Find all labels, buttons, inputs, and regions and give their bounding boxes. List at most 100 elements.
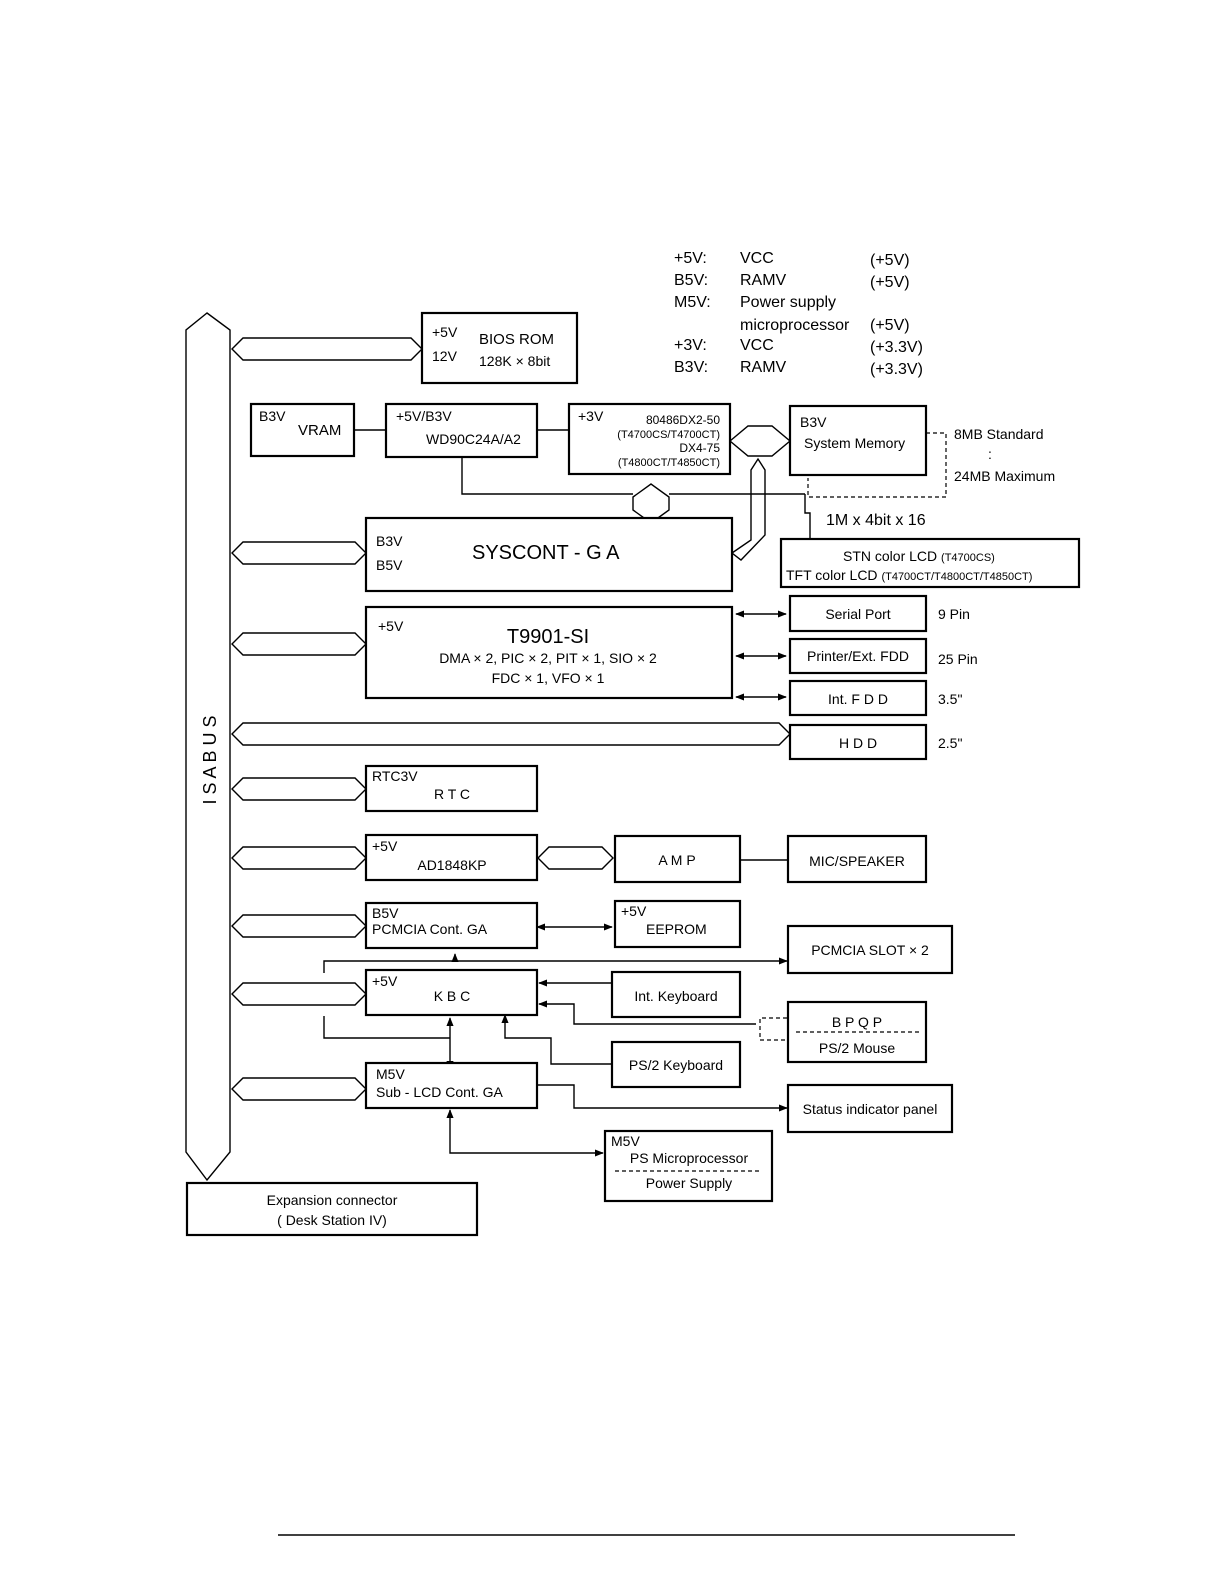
voltage-label: B3V <box>800 414 827 430</box>
system-memory-block: B3V System Memory 8MB Standard : 24MB Ma… <box>788 404 1055 529</box>
fdd-note: 3.5" <box>938 691 962 707</box>
legend-value: (+5V) <box>870 252 910 269</box>
memory-note-separator: : <box>988 446 992 462</box>
serial-port-note: 9 Pin <box>938 606 970 622</box>
voltage-label: +5V <box>372 973 398 989</box>
power-supply-title: Power Supply <box>646 1175 732 1191</box>
t9901-block: +5V T9901-SI DMA × 2, PIC × 2, PIT × 1, … <box>364 605 734 700</box>
printer-block: Printer/Ext. FDD 25 Pin <box>788 637 978 675</box>
expansion-connector-title: Expansion connector <box>267 1192 398 1208</box>
legend-code: B5V: <box>674 272 708 289</box>
expansion-connector-block: Expansion connector ( Desk Station IV) <box>185 1181 479 1237</box>
legend-name-cont: microprocessor <box>740 317 850 334</box>
system-memory-title: System Memory <box>804 435 905 451</box>
voltage-label: +3V <box>578 408 604 424</box>
hdd-block: H D D 2.5" <box>788 723 962 761</box>
bpqp-title: B P Q P <box>832 1014 882 1030</box>
voltage-label: B3V <box>259 408 286 424</box>
cpu-block: +3V 80486DX2-50 (T4700CS/T4700CT) DX4-75… <box>567 402 732 476</box>
voltage-label: M5V <box>376 1066 405 1082</box>
voltage-label: M5V <box>611 1133 640 1149</box>
legend-name: RAMV <box>740 272 787 289</box>
rtc-block: RTC3V R T C <box>364 764 539 813</box>
cpu-model: 80486DX2-50 <box>646 413 720 427</box>
bios-rom-size: 128K × 8bit <box>479 353 550 369</box>
bus-branches <box>231 337 791 1101</box>
ps-microprocessor-title: PS Microprocessor <box>630 1150 749 1166</box>
ps2-mouse-title: PS/2 Mouse <box>819 1040 895 1056</box>
audio-codec-block: +5V AD1848KP <box>364 833 539 882</box>
legend-value: (+5V) <box>870 317 910 334</box>
isa-bus-label: I S A B U S <box>200 715 220 804</box>
legend-name: VCC <box>740 337 774 354</box>
voltage-label: B3V <box>376 533 403 549</box>
pcmcia-controller-block: B5V PCMCIA Cont. GA <box>364 901 539 950</box>
pcmcia-slot-title: PCMCIA SLOT × 2 <box>811 942 929 958</box>
legend-value: (+3.3V) <box>870 361 923 378</box>
voltage-label: RTC3V <box>372 768 418 784</box>
status-indicator-block: Status indicator panel <box>786 1083 954 1134</box>
memory-chip-config: 1M x 4bit x 16 <box>826 512 926 529</box>
amp-block: A M P <box>613 834 742 884</box>
printer-note: 25 Pin <box>938 651 978 667</box>
bios-rom-title: BIOS ROM <box>479 331 554 348</box>
bpqp-block: B P Q P PS/2 Mouse <box>786 1000 928 1064</box>
memory-maximum-note: 24MB Maximum <box>954 468 1055 484</box>
voltage-label: B5V <box>376 557 403 573</box>
kbc-block: +5V K B C <box>364 968 539 1017</box>
syscont-ga-block: B3V B5V SYSCONT - G A <box>364 516 734 593</box>
audio-codec-title: AD1848KP <box>417 857 486 873</box>
sub-lcd-controller-title: Sub - LCD Cont. GA <box>376 1084 503 1100</box>
eeprom-title: EEPROM <box>646 921 707 937</box>
t9901-functions: DMA × 2, PIC × 2, PIT × 1, SIO × 2 <box>439 650 657 666</box>
eeprom-block: +5V EEPROM <box>613 899 742 949</box>
pcmcia-controller-title: PCMCIA Cont. GA <box>372 921 488 937</box>
legend-name: VCC <box>740 250 774 267</box>
tft-lcd-label: TFT color LCD (T4700CT/T4800CT/T4850CT) <box>786 567 1032 583</box>
legend-code: +3V: <box>674 337 707 354</box>
expansion-connector-subtitle: ( Desk Station IV) <box>277 1212 387 1228</box>
memory-standard-note: 8MB Standard <box>954 426 1044 442</box>
voltage-label: +5V <box>372 838 398 854</box>
syscont-ga-title: SYSCONT - G A <box>472 542 620 564</box>
serial-port-title: Serial Port <box>825 606 890 622</box>
printer-title: Printer/Ext. FDD <box>807 648 909 664</box>
tft-lcd-models: (T4700CT/T4800CT/T4850CT) <box>881 571 1032 583</box>
cpu-model: DX4-75 <box>679 441 720 455</box>
legend-value: (+5V) <box>870 274 910 291</box>
pcmcia-slot-block: PCMCIA SLOT × 2 <box>786 924 954 975</box>
hdd-note: 2.5" <box>938 735 962 751</box>
ps-microprocessor-block: M5V PS Microprocessor Power Supply <box>603 1129 774 1203</box>
status-indicator-title: Status indicator panel <box>803 1101 938 1117</box>
stn-lcd-models: (T4700CS) <box>941 552 995 564</box>
ps2-keyboard-title: PS/2 Keyboard <box>629 1057 723 1073</box>
video-controller-title: WD90C24A/A2 <box>426 431 521 447</box>
legend-name: Power supply <box>740 294 836 311</box>
lcd-block: STN color LCD (T4700CS) TFT color LCD (T… <box>779 537 1081 589</box>
video-controller-block: +5V/B3V WD90C24A/A2 <box>384 402 539 459</box>
legend-code: +5V: <box>674 250 707 267</box>
cpu-models-applicable: (T4800CT/T4850CT) <box>618 457 720 469</box>
voltage-label: +5V <box>432 324 458 340</box>
t9901-functions: FDC × 1, VFO × 1 <box>492 670 605 686</box>
voltage-legend: +5V: VCC (+5V) B5V: RAMV (+5V) M5V: Powe… <box>674 250 923 378</box>
voltage-label: +5V/B3V <box>396 408 452 424</box>
legend-code: B3V: <box>674 359 708 376</box>
isa-bus: I S A B U S <box>185 312 231 1182</box>
connections <box>323 429 947 1157</box>
internal-keyboard-title: Int. Keyboard <box>634 988 717 1004</box>
legend-name: RAMV <box>740 359 787 376</box>
cpu-models-applicable: (T4700CS/T4700CT) <box>617 429 720 441</box>
tft-lcd-name: TFT color LCD <box>786 567 878 583</box>
voltage-label: B5V <box>372 905 399 921</box>
stn-lcd-name: STN color LCD <box>843 548 937 564</box>
rtc-title: R T C <box>434 786 470 802</box>
internal-keyboard-block: Int. Keyboard <box>610 970 742 1019</box>
vram-title: VRAM <box>298 422 341 439</box>
voltage-label: +5V <box>378 618 404 634</box>
ps2-keyboard-block: PS/2 Keyboard <box>610 1040 742 1089</box>
mic-speaker-title: MIC/SPEAKER <box>809 853 905 869</box>
t9901-title: T9901-SI <box>507 626 589 648</box>
fdd-title: Int. F D D <box>828 691 888 707</box>
